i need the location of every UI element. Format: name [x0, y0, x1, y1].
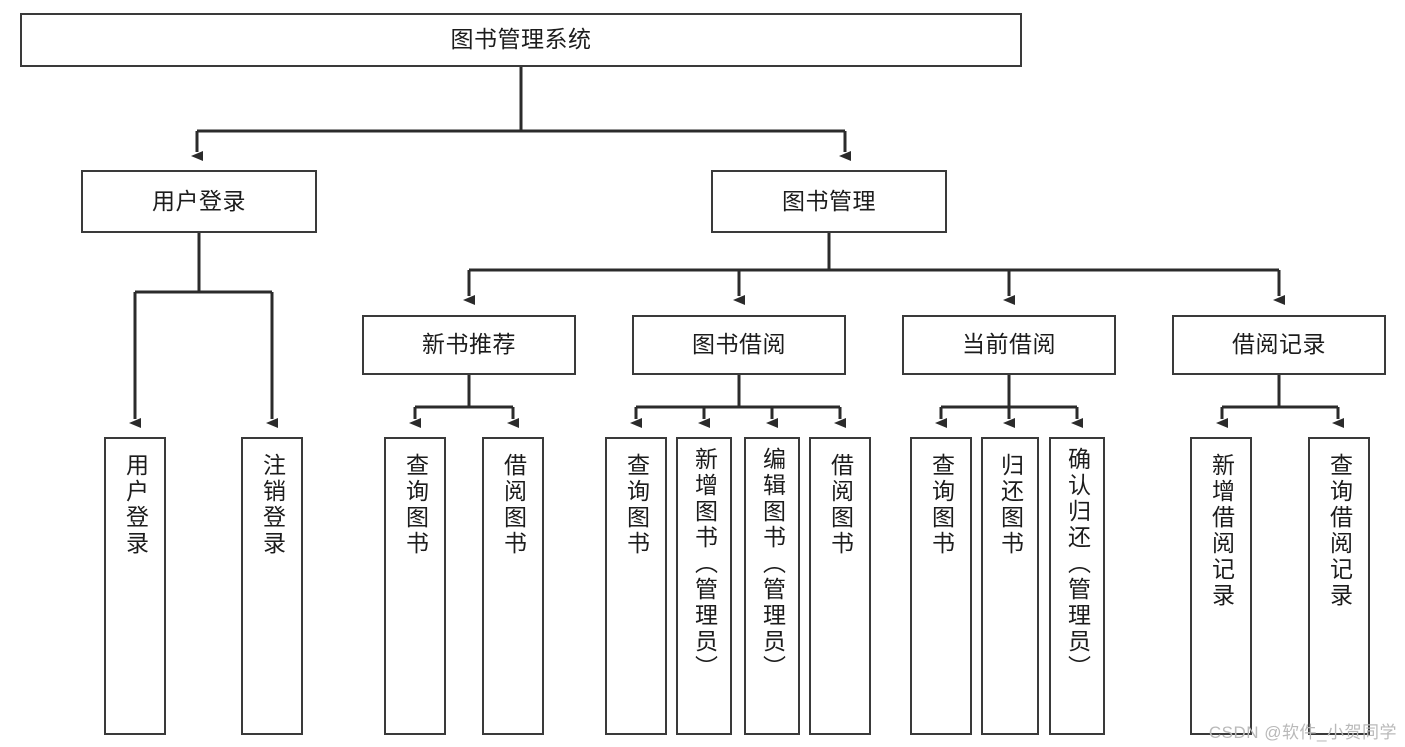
node-label: 查询图书	[623, 453, 650, 557]
node-label: 新增借阅记录	[1208, 453, 1235, 609]
leaf-book-borrow-edit[interactable]: 编辑图书（管理员）	[744, 437, 800, 735]
node-label: 查询借阅记录	[1326, 453, 1353, 609]
node-label: 确认归还（管理员）	[1064, 447, 1091, 681]
leaf-current-borrow-confirm-return[interactable]: 确认归还（管理员）	[1049, 437, 1105, 735]
node-label: 借阅记录	[1232, 331, 1326, 358]
leaf-book-borrow-query[interactable]: 查询图书	[605, 437, 667, 735]
node-label: 编辑图书（管理员）	[759, 447, 786, 681]
node-book-management[interactable]: 图书管理	[711, 170, 947, 233]
node-user-login[interactable]: 用户登录	[81, 170, 317, 233]
node-borrowing-record[interactable]: 借阅记录	[1172, 315, 1386, 375]
node-label: 用户登录	[122, 453, 149, 557]
node-label: 注销登录	[259, 453, 286, 557]
leaf-current-borrow-return[interactable]: 归还图书	[981, 437, 1039, 735]
node-book-borrowing[interactable]: 图书借阅	[632, 315, 846, 375]
leaf-user-login-logout[interactable]: 注销登录	[241, 437, 303, 735]
leaf-new-book-borrow[interactable]: 借阅图书	[482, 437, 544, 735]
node-label: 查询图书	[928, 453, 955, 557]
csdn-watermark: CSDN @软件_小贺同学	[1208, 723, 1397, 742]
node-label: 借阅图书	[827, 453, 854, 557]
node-label: 图书借阅	[692, 331, 786, 358]
node-label: 用户登录	[152, 187, 246, 214]
node-current-borrowing[interactable]: 当前借阅	[902, 315, 1116, 375]
leaf-record-query[interactable]: 查询借阅记录	[1308, 437, 1370, 735]
leaf-record-add[interactable]: 新增借阅记录	[1190, 437, 1252, 735]
node-label: 图书管理	[782, 187, 876, 214]
leaf-new-book-query[interactable]: 查询图书	[384, 437, 446, 735]
leaf-user-login-login[interactable]: 用户登录	[104, 437, 166, 735]
leaf-book-borrow-borrow[interactable]: 借阅图书	[809, 437, 871, 735]
node-label: 查询图书	[402, 453, 429, 557]
node-label: 借阅图书	[500, 453, 527, 557]
leaf-current-borrow-query[interactable]: 查询图书	[910, 437, 972, 735]
node-label: 归还图书	[997, 453, 1024, 557]
node-label: 新增图书（管理员）	[691, 447, 718, 681]
node-label: 图书管理系统	[450, 26, 592, 53]
node-new-book-recommendation[interactable]: 新书推荐	[362, 315, 576, 375]
node-label: 新书推荐	[422, 331, 516, 358]
node-root-book-management-system[interactable]: 图书管理系统	[20, 13, 1022, 67]
leaf-book-borrow-add[interactable]: 新增图书（管理员）	[676, 437, 732, 735]
node-label: 当前借阅	[962, 331, 1056, 358]
